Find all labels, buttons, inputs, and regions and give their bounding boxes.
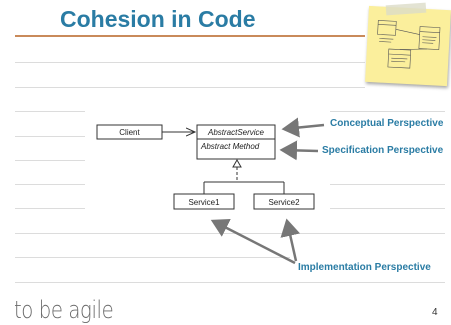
service1-label: Service1 (188, 198, 220, 207)
rule-line (330, 111, 445, 112)
title-underline (15, 35, 365, 37)
rule-line (15, 160, 85, 161)
rule-line (15, 257, 290, 258)
service2-label: Service2 (268, 198, 300, 207)
sticky-note-image (365, 5, 451, 87)
implementation-arrow-right (280, 218, 301, 262)
abstract-method-label: Abstract Method (200, 142, 260, 151)
rule-line (330, 184, 445, 185)
conceptual-arrow (281, 117, 325, 138)
abstract-service-box (196, 124, 276, 160)
slide-title: Cohesion in Code (60, 6, 256, 32)
specification-arrow (279, 140, 319, 161)
rule-line (15, 87, 365, 88)
rule-line (15, 62, 365, 63)
client-label: Client (119, 128, 140, 137)
inheritance-triangle (232, 158, 242, 168)
sketch-diagram-icon (377, 20, 441, 69)
implementation-perspective-label: Implementation Perspective (298, 262, 431, 273)
rule-line (15, 136, 85, 137)
rule-line (15, 208, 85, 209)
service1-box (173, 193, 235, 210)
page-number: 4 (432, 307, 438, 318)
rule-line (330, 208, 445, 209)
service2-box (253, 193, 315, 210)
implementation-arrow-left (210, 218, 296, 265)
rule-line (15, 282, 445, 283)
brand-logo-text: to be agile (14, 296, 114, 324)
abstract-service-label: AbstractService (207, 128, 265, 137)
rule-line (15, 184, 85, 185)
conceptual-perspective-label: Conceptual Perspective (330, 118, 444, 129)
specification-perspective-label: Specification Perspective (322, 145, 444, 156)
rule-line (15, 111, 85, 112)
